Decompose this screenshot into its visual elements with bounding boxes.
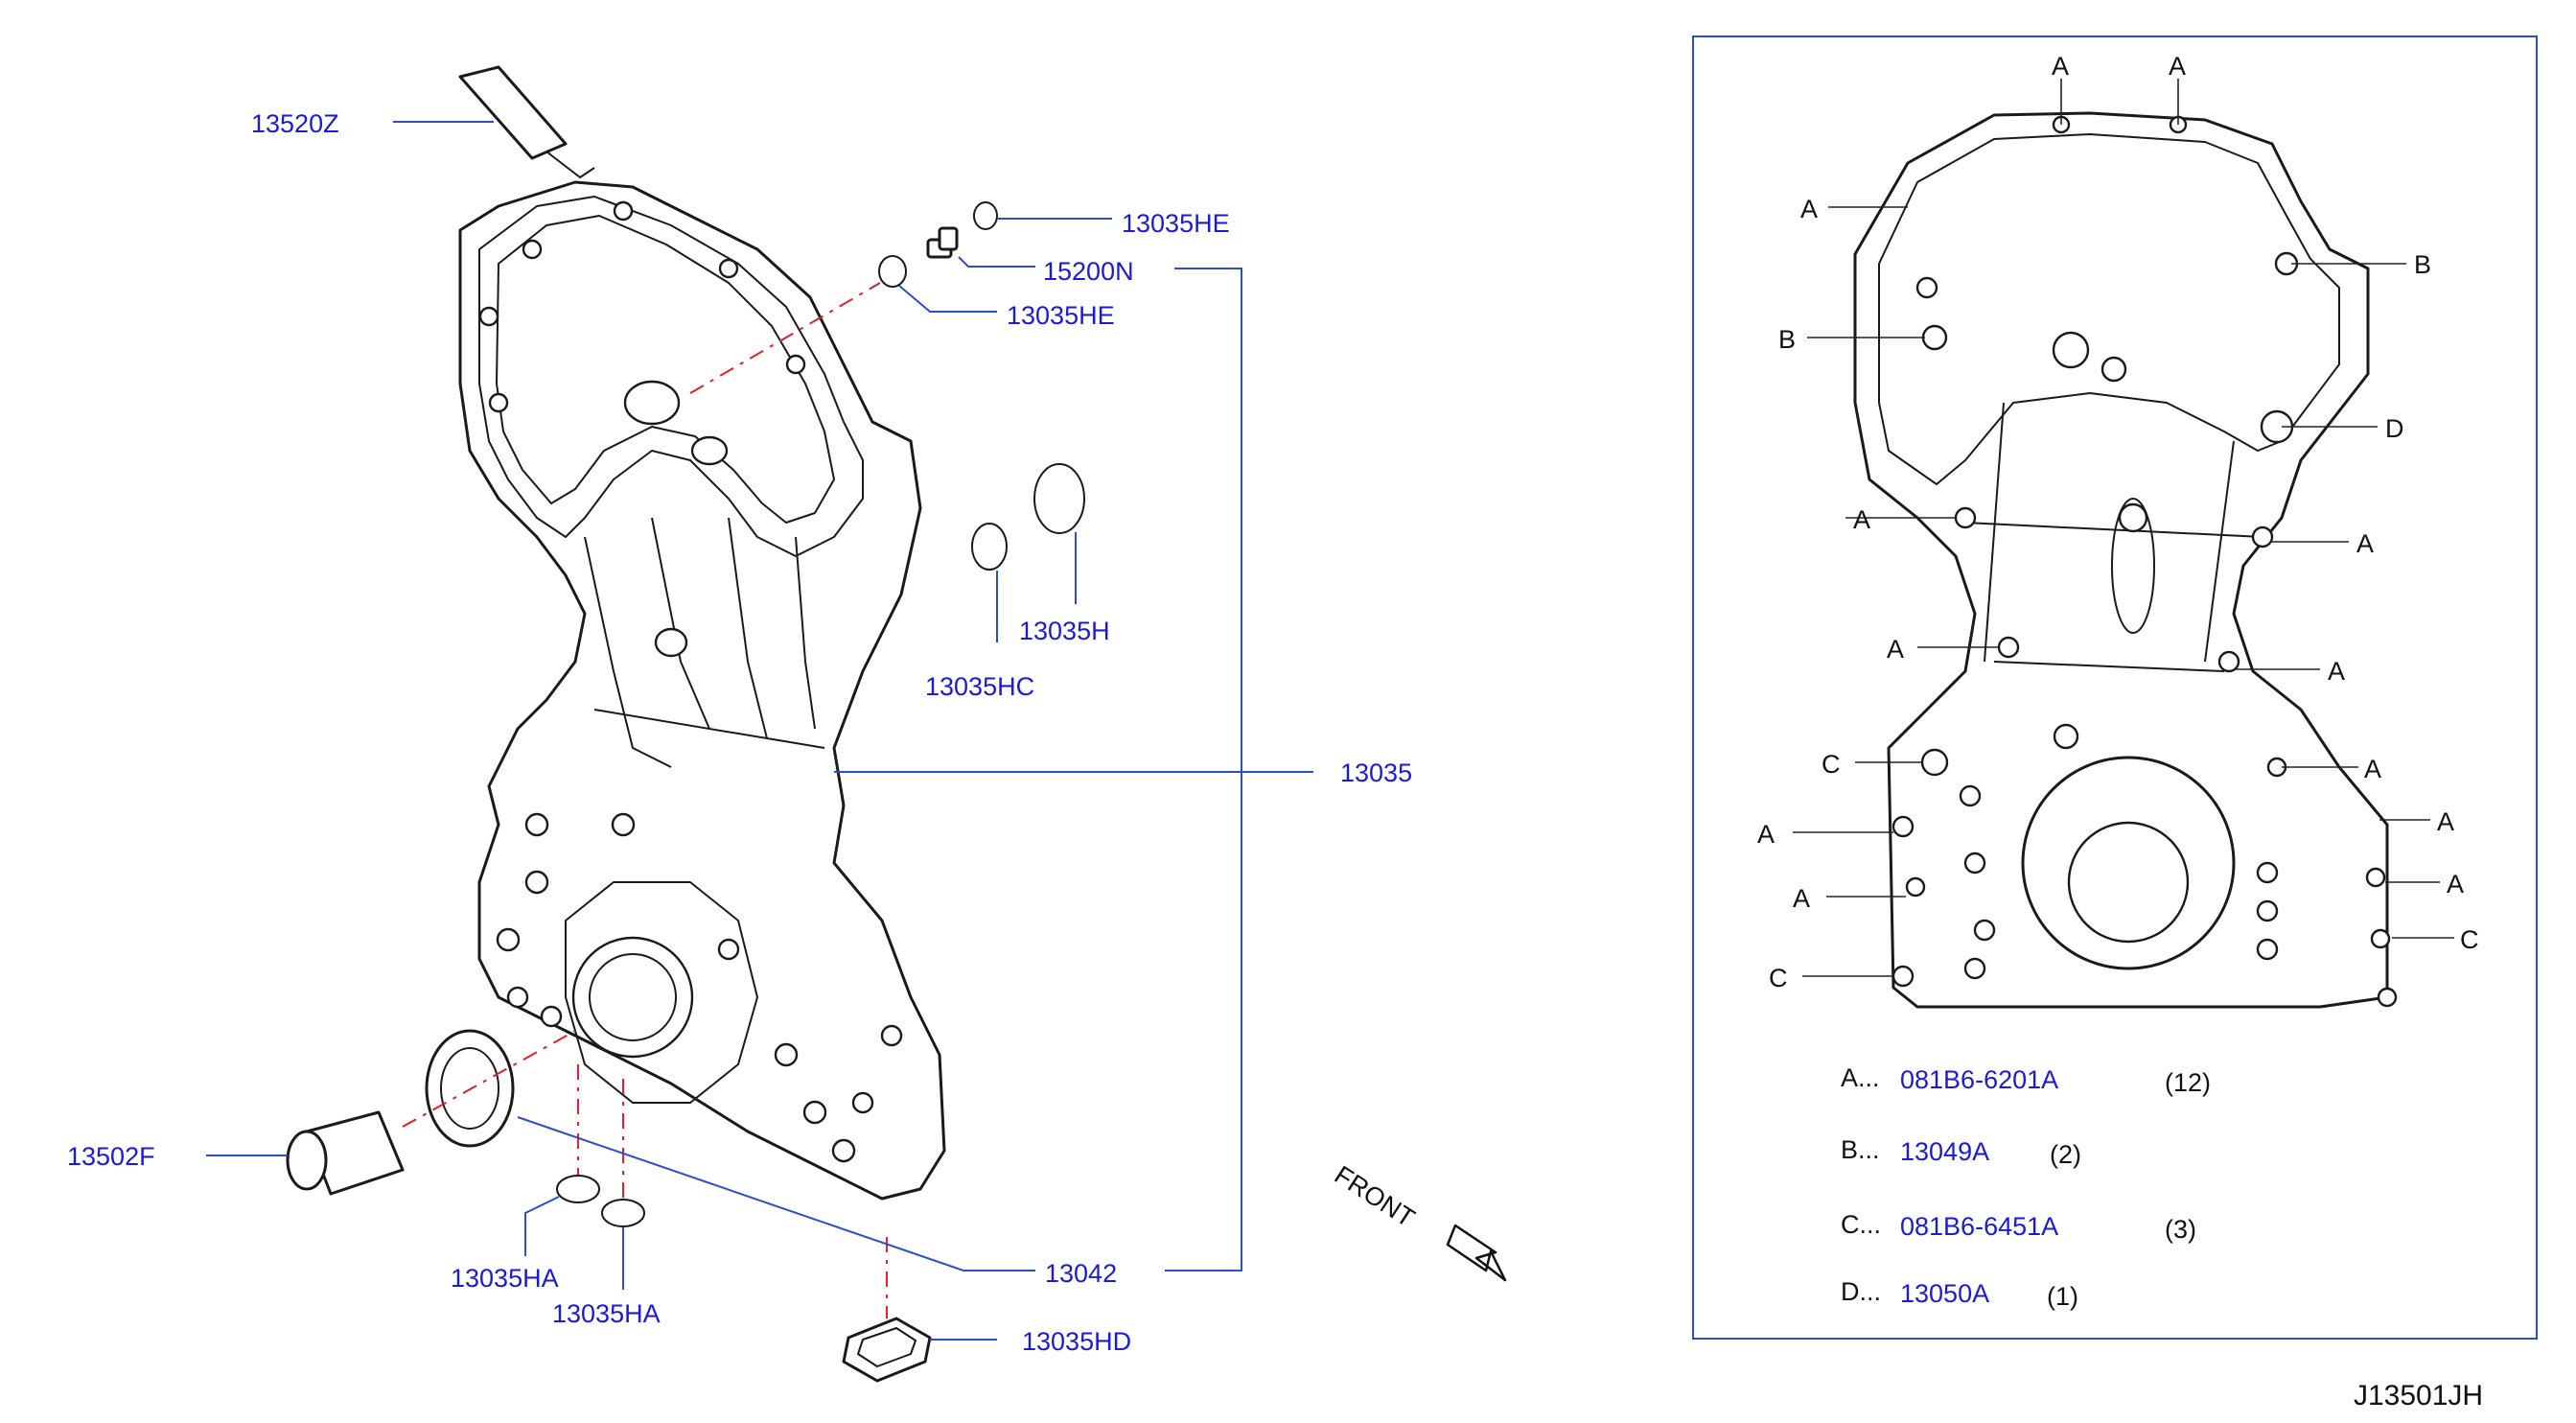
detail-letter-A-r3: A (2328, 657, 2345, 686)
callout-13035HD: 13035HD (1022, 1327, 1131, 1356)
callout-13035HE-top: 13035HE (1122, 209, 1230, 238)
detail-letter-A-l2: A (1853, 505, 1870, 534)
detail-letter-C-r: C (2460, 925, 2479, 954)
callout-13035H: 13035H (1019, 617, 1110, 645)
detail-letter-B-left: B (1778, 325, 1796, 354)
detail-letter-A-top1: A (2052, 52, 2069, 81)
legend-key-D: D... (1841, 1277, 1881, 1306)
detail-letter-D-right: D (2385, 414, 2404, 443)
detail-cover-drawing (1853, 111, 2398, 1009)
legend-qty-C: (3) (2165, 1215, 2196, 1244)
o-ring-13035HA-a (556, 1175, 600, 1203)
legend-qty-B: (2) (2050, 1140, 2081, 1169)
legend: A... 081B6-6201A (12) B... 13049A (2) C.… (1841, 1063, 2211, 1311)
legend-qty-A: (12) (2165, 1068, 2211, 1097)
callout-13035HA-a: 13035HA (451, 1264, 559, 1293)
callout-13035HC: 13035HC (925, 672, 1034, 701)
detail-letter-A-l5: A (1793, 884, 1810, 913)
o-ring-13035H (1033, 463, 1085, 534)
detail-letter-A-r6: A (2447, 870, 2464, 898)
legend-part-B: 13049A (1900, 1137, 1989, 1166)
front-label: FRONT (1330, 1160, 1420, 1233)
legend-qty-D: (1) (2047, 1282, 2078, 1311)
timing-cover-drawing (458, 180, 946, 1201)
callout-13502F: 13502F (67, 1142, 155, 1171)
legend-part-D: 13050A (1900, 1279, 1989, 1308)
callout-13520Z: 13520Z (251, 109, 339, 138)
detail-letter-A-r4: A (2364, 755, 2381, 783)
callout-15200N: 15200N (1043, 257, 1134, 286)
detail-letter-A-r5: A (2437, 807, 2454, 836)
detail-letter-C-l2: C (1769, 964, 1788, 992)
detail-letter-A-r2: A (2356, 529, 2374, 558)
o-ring-13035HE-mid (878, 255, 907, 288)
callout-13035HA-b: 13035HA (552, 1299, 661, 1328)
gasket-13035HD-part (842, 1317, 932, 1383)
plug-bolt-part (926, 226, 959, 259)
callout-13042: 13042 (1045, 1259, 1117, 1288)
diagram-id: J13501JH (2354, 1380, 2483, 1411)
detail-letter-A-l3: A (1887, 635, 1904, 664)
legend-key-A: A... (1841, 1063, 1880, 1092)
detail-letter-A-top2: A (2169, 52, 2186, 81)
detail-panel-frame (1692, 35, 2538, 1340)
callout-13035HE-mid: 13035HE (1007, 301, 1115, 330)
callout-13035: 13035 (1340, 758, 1412, 787)
detail-letter-C-l1: C (1822, 750, 1841, 779)
collar-part (286, 1110, 405, 1196)
front-arrow-icon (1446, 1224, 1507, 1282)
legend-key-C: C... (1841, 1210, 1881, 1239)
o-ring-13035HA-b (601, 1199, 645, 1227)
detail-letter-B-right: B (2414, 250, 2431, 279)
legend-part-C: 081B6-6451A (1900, 1212, 2058, 1241)
o-ring-13035HE-top (973, 201, 998, 230)
legend-key-B: B... (1841, 1135, 1880, 1164)
legend-part-A: 081B6-6201A (1900, 1065, 2058, 1094)
o-ring-13035HC (971, 523, 1008, 571)
detail-letter-A-l4: A (1757, 820, 1775, 849)
dipstick-tube-part (458, 65, 595, 178)
detail-letter-A-left1: A (1800, 195, 1818, 223)
